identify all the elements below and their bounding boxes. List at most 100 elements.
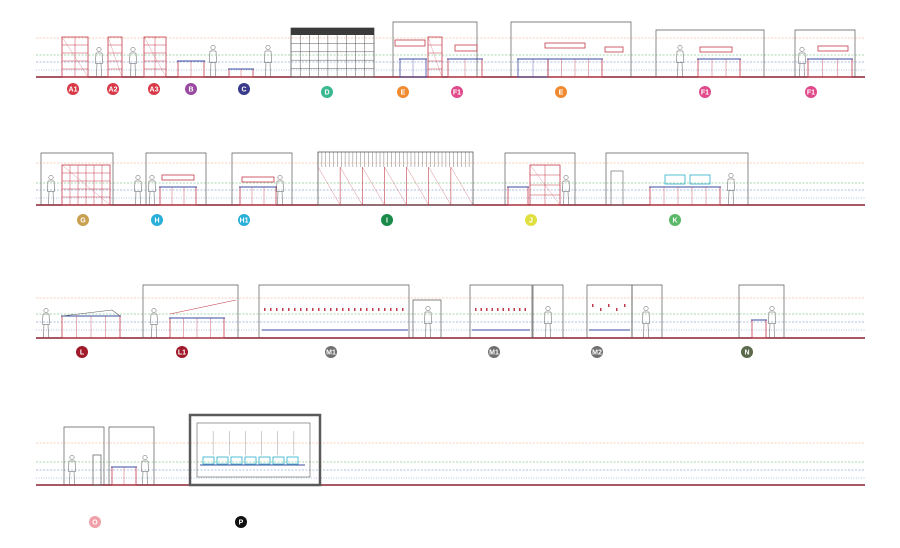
hanging-item <box>480 308 482 311</box>
figure-head <box>563 175 569 180</box>
human-figure <box>676 45 684 78</box>
figure-torso <box>141 460 149 472</box>
human-figure <box>798 47 806 78</box>
upper-cabinet <box>161 174 195 181</box>
badge-circle <box>397 86 409 98</box>
badge-code: E <box>559 89 564 96</box>
figure-torso <box>768 311 776 324</box>
counter <box>239 186 277 206</box>
badge-circle <box>67 83 79 95</box>
shelving-unit <box>107 36 123 78</box>
badge-code: N <box>744 349 749 356</box>
figure-legs <box>149 191 155 206</box>
room-section-outline <box>145 152 207 205</box>
badge-circle <box>381 214 393 226</box>
hanging-item <box>288 308 290 311</box>
room-section-outline <box>231 152 293 205</box>
upper-cabinet <box>241 176 275 183</box>
counter <box>111 466 137 486</box>
human-figure <box>150 308 158 339</box>
figure-torso <box>209 50 217 63</box>
counter <box>649 186 721 206</box>
figure-legs <box>277 191 283 206</box>
hanging-item <box>486 308 488 311</box>
badge-code: P <box>239 519 244 526</box>
shelf-brace <box>143 36 167 78</box>
upper-cabinet <box>817 45 849 52</box>
badge-code: F1 <box>807 89 815 96</box>
badge-circle <box>555 86 567 98</box>
interior-frame <box>196 422 311 478</box>
warehouse-rack <box>290 27 375 78</box>
counter <box>751 319 767 339</box>
item-badge: J <box>525 214 537 226</box>
building-cross-section <box>188 413 322 487</box>
item-badge: I <box>381 214 393 226</box>
human-figure <box>544 306 552 339</box>
room-section-outline <box>108 426 155 485</box>
greenhouse-brace <box>317 166 341 206</box>
item-badge: A2 <box>107 83 119 95</box>
figure-torso <box>727 178 735 191</box>
figure-torso <box>798 52 806 64</box>
room-section-outline <box>738 284 785 338</box>
shelf-frame <box>107 36 123 78</box>
room-section-outline <box>794 29 856 77</box>
hanging-item <box>294 308 296 311</box>
badge-code: H <box>154 217 159 224</box>
upper-cabinet <box>544 42 586 49</box>
figure-head <box>151 308 157 313</box>
greenhouse-brace <box>450 166 474 206</box>
badge-circle <box>805 86 817 98</box>
counter <box>697 58 741 78</box>
upper-cabinet <box>454 44 478 52</box>
figure-head <box>545 306 551 311</box>
figure-torso <box>148 180 156 192</box>
hanging-item <box>491 308 493 311</box>
hanging-item <box>402 308 404 311</box>
badge-code: J <box>529 217 533 224</box>
figure-legs <box>425 323 431 339</box>
item-badge: E <box>397 86 409 98</box>
hanging-item <box>513 308 515 311</box>
workstation-screen <box>244 456 257 465</box>
counter <box>547 58 603 78</box>
badge-code: A3 <box>150 86 159 93</box>
counter <box>228 68 254 78</box>
elevation-drawings <box>40 21 856 487</box>
human-figure <box>42 308 50 339</box>
hanging-item <box>354 308 356 311</box>
badge-circle <box>321 86 333 98</box>
item-badge: M1 <box>325 346 337 358</box>
room-section-outline <box>655 29 765 77</box>
human-figure <box>47 175 55 206</box>
building-wall <box>188 413 322 487</box>
item-badge: E <box>555 86 567 98</box>
greenhouse-brace <box>384 166 407 206</box>
badge-circle <box>699 86 711 98</box>
figure-head <box>728 173 734 178</box>
hanging-item <box>312 308 314 311</box>
hanging-item <box>390 308 392 311</box>
figure-legs <box>769 323 775 339</box>
badge-code: B <box>188 86 193 93</box>
workstation-screen <box>202 456 215 465</box>
item-badge: N <box>741 346 753 358</box>
badge-code: L1 <box>178 349 186 356</box>
hanging-item <box>348 308 350 311</box>
hanging-item <box>276 308 278 311</box>
upper-cabinet <box>394 39 426 47</box>
room-section-outline <box>605 152 749 205</box>
figure-head <box>48 175 54 180</box>
counter-body <box>507 186 529 206</box>
human-figure <box>209 45 217 78</box>
hanging-item <box>336 308 338 311</box>
figure-torso <box>562 180 570 192</box>
badge-circle <box>151 214 163 226</box>
item-badge: L1 <box>176 346 188 358</box>
figure-legs <box>728 190 734 206</box>
human-figure <box>141 455 149 486</box>
hanging-item <box>616 308 618 311</box>
figure-legs <box>48 191 54 206</box>
